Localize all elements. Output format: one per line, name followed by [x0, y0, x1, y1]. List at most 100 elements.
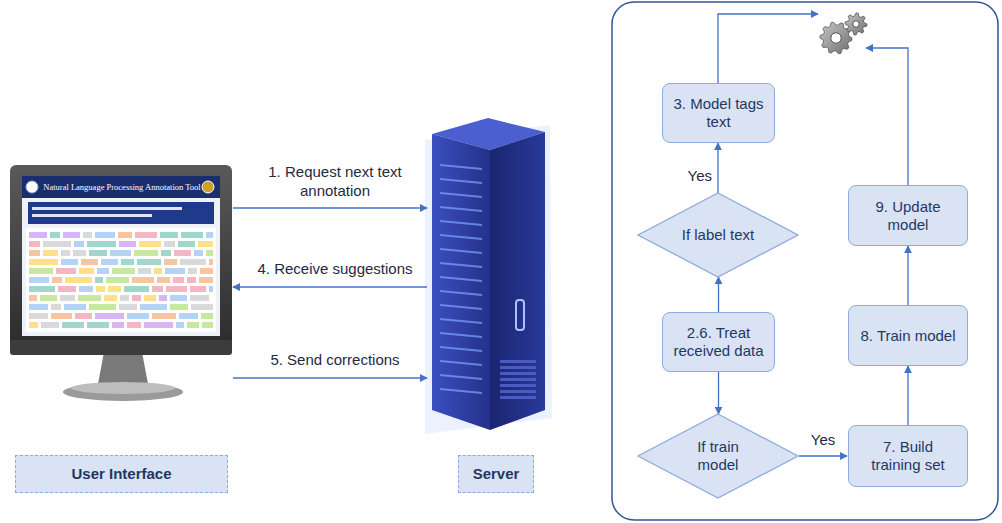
annotation-chip — [79, 268, 94, 274]
annotation-chip — [137, 259, 161, 265]
gear-body — [820, 22, 852, 54]
output-arrow — [718, 14, 818, 83]
annotation-chip — [52, 277, 62, 283]
server-front — [490, 132, 545, 430]
server-slot — [440, 319, 482, 323]
node-text: 2.6. Treat received data — [671, 324, 766, 360]
annotation-chip — [29, 232, 47, 238]
monitor-chin — [10, 340, 232, 355]
screen-workarea — [26, 228, 216, 332]
annotation-chip — [159, 295, 167, 301]
annotation-chip — [132, 277, 154, 283]
annotation-chip — [64, 304, 86, 310]
annotation-chip — [29, 322, 38, 328]
screen-title: Natural Language Processing Annotation T… — [43, 183, 200, 192]
annotation-chip — [119, 304, 137, 310]
server-slots — [440, 165, 536, 399]
annotation-chip — [73, 250, 86, 256]
server-side — [432, 134, 490, 430]
caption-text: Server — [473, 465, 520, 483]
flow-arrow — [799, 455, 847, 456]
server-illustration — [425, 118, 552, 434]
annotation-chip — [154, 268, 162, 274]
flow-arrow — [907, 366, 908, 425]
annotation-chip — [112, 322, 124, 328]
diamond-shape — [638, 414, 798, 498]
server-slot — [440, 179, 482, 183]
process-box: 3. Model tags text — [662, 83, 775, 143]
flow-arrow — [233, 286, 427, 287]
screen-logo — [202, 181, 214, 193]
annotation-chip — [61, 259, 78, 265]
screen-textline — [32, 214, 152, 217]
annotation-chip — [120, 295, 129, 301]
annotation-chip — [209, 259, 213, 265]
caption-box: Server — [458, 455, 534, 493]
diamond-shape — [638, 193, 798, 277]
annotation-chip — [81, 259, 98, 265]
annotation-chip — [43, 241, 71, 247]
output-arrow — [866, 48, 908, 185]
annotation-chip — [178, 241, 195, 247]
annotation-chip — [110, 250, 131, 256]
annotation-chip — [202, 322, 213, 328]
edge-label: Yes — [672, 167, 712, 186]
annotation-chip — [173, 277, 184, 283]
node-text: If train model — [676, 438, 760, 474]
annotation-chip — [61, 250, 70, 256]
annotation-chip — [104, 295, 117, 301]
node-text: If label text — [682, 226, 755, 244]
server-slot — [440, 221, 482, 225]
process-panel — [612, 2, 998, 520]
annotation-chip — [95, 277, 103, 283]
server-slot — [440, 347, 482, 351]
server-slot — [440, 389, 482, 393]
flow-arrow — [907, 246, 908, 305]
annotation-chip — [29, 277, 49, 283]
process-box: 2.6. Treat received data — [662, 312, 775, 372]
annotation-chips — [29, 232, 213, 328]
annotation-chip — [63, 232, 80, 238]
user-interface-node: User Interface — [10, 158, 232, 498]
annotation-chip — [65, 277, 92, 283]
server-node: Server — [428, 110, 548, 498]
server-vent — [500, 360, 536, 363]
edge-label: 4. Receive suggestions — [235, 260, 435, 279]
annotation-chip — [138, 268, 151, 274]
monitor-stand — [98, 352, 148, 384]
annotation-chip — [135, 232, 157, 238]
monitor-illustration — [10, 165, 232, 401]
annotation-chip — [29, 304, 48, 310]
caption-box: User Interface — [15, 455, 228, 493]
flow-arrow — [233, 207, 427, 208]
screen-textline — [32, 207, 182, 210]
annotation-chip — [164, 259, 177, 265]
annotation-chip — [106, 277, 129, 283]
monitor-base — [63, 383, 183, 401]
annotation-chip — [188, 268, 197, 274]
annotation-chip — [83, 232, 92, 238]
monitor-base-top — [71, 382, 175, 394]
server-slot — [440, 207, 482, 211]
process-box: 8. Train model — [848, 305, 968, 366]
annotation-chip — [206, 250, 213, 256]
annotation-chip — [97, 268, 109, 274]
server-vent — [500, 378, 536, 381]
flow-arrow — [718, 372, 719, 414]
annotation-chip — [161, 250, 171, 256]
annotation-chip — [140, 304, 167, 310]
annotation-chip — [127, 313, 149, 319]
annotation-chip — [166, 286, 187, 292]
annotation-chip — [56, 268, 76, 274]
gear-body — [845, 13, 867, 35]
server-glow — [425, 125, 552, 434]
annotation-chip — [95, 232, 115, 238]
annotation-chip — [87, 241, 116, 247]
monitor-bezel — [10, 165, 232, 355]
annotation-chip — [179, 313, 198, 319]
server-slot — [440, 333, 482, 337]
server-vent — [500, 366, 536, 369]
flow-arrow — [717, 143, 718, 193]
annotation-chip — [101, 259, 118, 265]
